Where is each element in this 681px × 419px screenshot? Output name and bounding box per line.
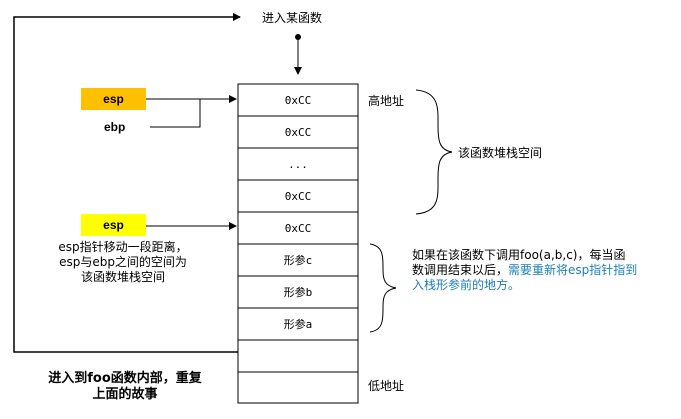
frame-brace-label: 该函数堆栈空间 — [458, 146, 543, 160]
stack-cell: 0xCC — [284, 221, 312, 235]
low-address-label: 低地址 — [368, 379, 405, 393]
call-note-plain: 数调用结束以后， — [412, 263, 509, 277]
call-note-line: 数调用结束以后，需要重新将esp指针指到 — [412, 263, 680, 278]
stack-cell: 形参c — [283, 254, 313, 267]
stack-cell — [238, 372, 358, 403]
param-brace — [369, 243, 397, 333]
bottom-note-line: 上面的故事 — [92, 387, 158, 403]
esp-move-note: esp指针移动一段距离， esp与ebp之间的空间为 该函数堆栈空间 — [28, 240, 218, 285]
ebp-arrow — [150, 99, 201, 128]
esp-move-line: 该函数堆栈空间 — [80, 270, 165, 284]
bottom-note-line: 进入到foo函数内部，重复 — [48, 371, 202, 386]
stack-cell: 0xCC — [284, 93, 312, 107]
bottom-note: 进入到foo函数内部，重复 上面的故事 — [30, 371, 220, 404]
esp-top-register: esp — [81, 88, 146, 110]
call-note-highlight: 入栈形参前的地方。 — [412, 278, 521, 292]
loop-back-arrow — [13, 13, 241, 353]
esp-move-line: esp与ebp之间的空间为 — [59, 255, 187, 269]
ebp-register: ebp — [104, 120, 126, 134]
stack-cell: 形参b — [283, 286, 313, 299]
enter-function-label: 进入某函数 — [262, 11, 323, 25]
stack-cell: 0xCC — [284, 189, 312, 203]
frame-brace — [415, 89, 453, 215]
high-address-label: 高地址 — [368, 94, 405, 108]
stack-cell: 形参a — [283, 318, 313, 331]
call-note-line: 如果在该函数下调用foo(a,b,c)，每当函 — [412, 248, 626, 262]
entry-dot — [295, 34, 301, 40]
stack-cell: ... — [288, 157, 308, 171]
esp-move-line: esp指针移动一段距离， — [58, 240, 188, 254]
call-note-highlight: 需要重新将esp指针指到 — [508, 263, 638, 277]
stack-cell: 0xCC — [284, 125, 312, 139]
esp-bottom-register: esp — [81, 214, 146, 236]
stack-cell — [238, 340, 358, 372]
stack-cell-dividers — [238, 115, 358, 373]
call-note: 如果在该函数下调用foo(a,b,c)，每当函 数调用结束以后，需要重新将esp… — [412, 248, 680, 293]
